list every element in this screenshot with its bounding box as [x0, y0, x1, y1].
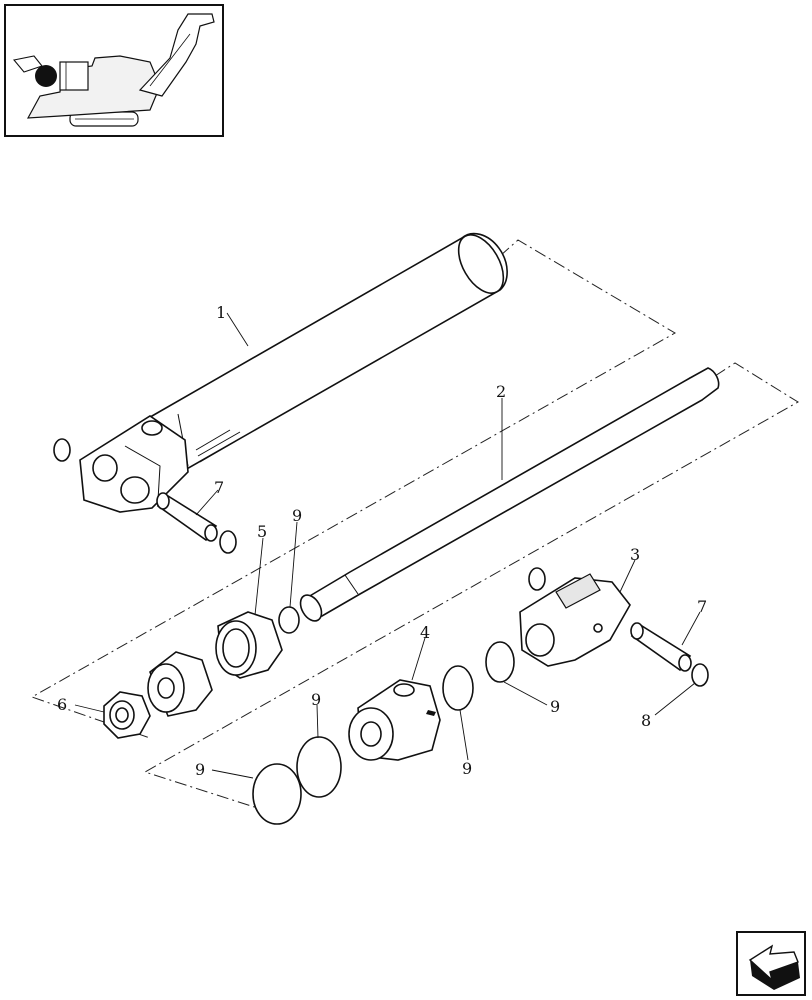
bearing-ring[interactable]: [147, 651, 213, 717]
callout-6: 6: [57, 695, 67, 714]
callouts: 1 2 3 4 5 6 7 7 8 9 9 9 9 9: [57, 303, 707, 779]
callout-7b: 7: [697, 597, 707, 616]
callout-9e: 9: [195, 760, 205, 779]
callout-9d: 9: [311, 690, 321, 709]
callout-3: 3: [630, 545, 640, 564]
callout-7a: 7: [214, 478, 224, 497]
pin-upper[interactable]: [156, 492, 218, 542]
cylinder-barrel[interactable]: [79, 227, 513, 513]
lock-nut[interactable]: [103, 691, 151, 739]
callout-9c: 9: [462, 759, 472, 778]
seals[interactable]: [252, 606, 515, 825]
callout-1: 1: [216, 303, 226, 322]
retaining-rings[interactable]: [53, 438, 709, 687]
rod-end-eye[interactable]: [519, 573, 631, 667]
callout-8: 8: [641, 711, 651, 730]
callout-9b: 9: [550, 697, 560, 716]
leader-lines: [74, 312, 701, 779]
piston-rod[interactable]: [296, 367, 720, 625]
callout-4: 4: [420, 623, 430, 642]
callout-9a: 9: [292, 506, 302, 525]
return-arrow-icon[interactable]: [736, 931, 806, 996]
assembly-guide-lines: [30, 239, 799, 821]
callout-2: 2: [496, 382, 506, 401]
machine-thumbnail-icon[interactable]: [4, 4, 224, 137]
callout-5: 5: [257, 522, 267, 541]
piston-head[interactable]: [348, 679, 441, 761]
pin-lower[interactable]: [630, 622, 692, 672]
gland[interactable]: [215, 611, 283, 679]
